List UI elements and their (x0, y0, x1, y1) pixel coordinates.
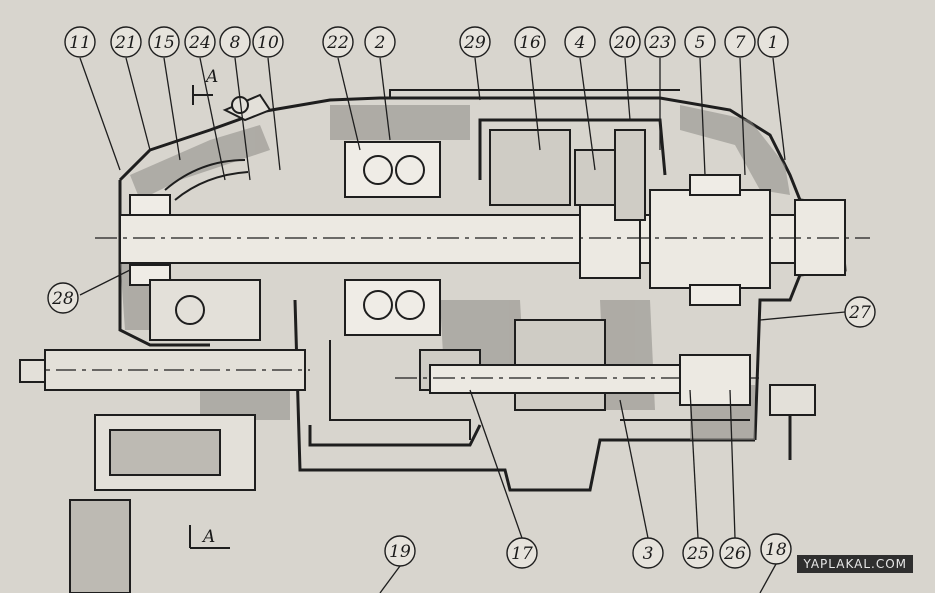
callout-25: 25 (682, 537, 714, 569)
callout-1-label: 1 (768, 33, 779, 53)
callout-27: 27 (844, 296, 876, 328)
callout-22: 22 (322, 26, 354, 58)
callout-18-label: 18 (765, 540, 787, 560)
callout-10: 10 (252, 26, 284, 58)
callout-7: 7 (724, 26, 756, 58)
oil-lines (164, 89, 750, 440)
callout-19-label: 19 (389, 542, 411, 562)
callout-11: 11 (64, 26, 96, 58)
callout-10-label: 10 (257, 33, 279, 53)
callout-15-label: 15 (153, 33, 175, 53)
callout-4: 4 (564, 26, 596, 58)
callout-23: 23 (644, 26, 676, 58)
callout-1: 1 (757, 26, 789, 58)
callout-20: 20 (609, 26, 641, 58)
section-mark-bottom: A (189, 525, 230, 549)
callout-11-label: 11 (69, 33, 91, 53)
callout-16: 16 (514, 26, 546, 58)
callout-4-label: 4 (574, 33, 586, 53)
callout-2: 2 (364, 26, 396, 58)
callout-28-label: 28 (51, 289, 74, 309)
callout-19: 19 (384, 535, 416, 567)
callout-5-label: 5 (695, 33, 706, 53)
callout-17: 17 (506, 537, 538, 569)
callout-3: 3 (632, 537, 664, 569)
callout-26-label: 26 (723, 544, 746, 564)
callout-21-label: 21 (114, 33, 137, 53)
callout-18: 18 (760, 533, 792, 565)
callout-22-label: 22 (326, 33, 349, 53)
callout-15: 15 (148, 26, 180, 58)
left-input-assembly (19, 279, 310, 593)
callout-3-label: 3 (643, 544, 654, 564)
lower-shaft (395, 354, 760, 406)
section-label-top: A (204, 67, 218, 87)
callout-24-label: 24 (188, 33, 211, 53)
callout-29: 29 (459, 26, 491, 58)
callout-20-label: 20 (613, 33, 636, 53)
section-label-bottom: A (201, 527, 215, 547)
callout-5: 5 (684, 26, 716, 58)
main-shaft (95, 189, 870, 289)
leader-lines (79, 57, 846, 593)
callout-7-label: 7 (735, 33, 746, 53)
callout-17-label: 17 (511, 544, 533, 564)
callout-24: 24 (184, 26, 216, 58)
callout-27-label: 27 (848, 303, 871, 323)
callout-25-label: 25 (686, 544, 709, 564)
callout-2-label: 2 (374, 33, 386, 53)
callout-8: 8 (219, 26, 251, 58)
site-watermark: YAPLAKAL.COM (797, 555, 913, 573)
callout-8-label: 8 (230, 33, 241, 53)
bearings (129, 141, 741, 336)
right-cover (222, 93, 816, 460)
callout-21: 21 (110, 26, 142, 58)
callout-23-label: 23 (648, 33, 671, 53)
section-mark-top: A (192, 67, 218, 105)
callout-26: 26 (719, 537, 751, 569)
callout-16-label: 16 (519, 33, 541, 53)
callout-29-label: 29 (463, 33, 486, 53)
callout-28: 28 (47, 282, 79, 314)
